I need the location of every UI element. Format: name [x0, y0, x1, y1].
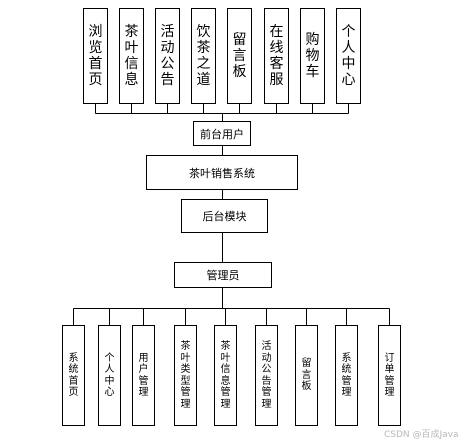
module-tea-info: 茶叶信息 — [119, 8, 144, 104]
node-label: 前台用户 — [200, 127, 244, 141]
module-order-management: 订单管理 — [378, 325, 401, 426]
module-tea-culture: 饮茶之道 — [191, 8, 216, 104]
node-label: 后台模块 — [202, 210, 247, 223]
module-personal-center: 个人中心 — [336, 8, 361, 104]
module-admin-message-board: 留言板 — [295, 325, 318, 426]
module-admin-personal-center: 个人中心 — [98, 325, 121, 426]
module-label: 浏览首页 — [88, 23, 103, 89]
node-label: 管理员 — [206, 269, 240, 282]
module-label: 茶叶信息管理 — [220, 341, 231, 410]
module-label: 在线客服 — [269, 23, 284, 89]
watermark: CSDN @百成Java — [384, 430, 459, 440]
module-label: 留言板 — [232, 31, 247, 81]
module-label: 活动公告 — [160, 23, 175, 89]
module-online-service: 在线客服 — [264, 8, 289, 104]
frontend-user-node: 前台用户 — [193, 121, 251, 146]
module-label: 系统管理 — [341, 352, 352, 399]
module-label: 用户管理 — [138, 352, 149, 399]
module-label: 个人中心 — [341, 23, 356, 89]
admin-node: 管理员 — [174, 262, 272, 288]
module-label: 购物车 — [305, 31, 320, 81]
module-message-board: 留言板 — [227, 8, 252, 104]
module-tea-info-management: 茶叶信息管理 — [214, 325, 237, 426]
module-user-management: 用户管理 — [132, 325, 155, 426]
module-announcements: 活动公告 — [155, 8, 180, 104]
module-label: 茶叶类型管理 — [180, 341, 191, 410]
module-browse-home: 浏览首页 — [83, 8, 108, 104]
system-node: 茶叶销售系统 — [146, 155, 298, 190]
module-label: 饮茶之道 — [196, 23, 211, 89]
module-tea-type-management: 茶叶类型管理 — [174, 325, 197, 426]
module-system-management: 系统管理 — [335, 325, 358, 426]
module-label: 活动公告管理 — [261, 341, 272, 410]
module-label: 订单管理 — [384, 352, 395, 399]
module-label: 系统首页 — [68, 352, 79, 399]
module-label: 茶叶信息 — [124, 23, 139, 89]
module-cart: 购物车 — [300, 8, 325, 104]
module-system-home: 系统首页 — [62, 325, 85, 426]
module-label: 留言板 — [301, 358, 312, 393]
module-label: 个人中心 — [104, 352, 115, 399]
node-label: 茶叶销售系统 — [189, 166, 255, 180]
module-announcement-management: 活动公告管理 — [255, 325, 278, 426]
backend-module-node: 后台模块 — [181, 199, 268, 233]
